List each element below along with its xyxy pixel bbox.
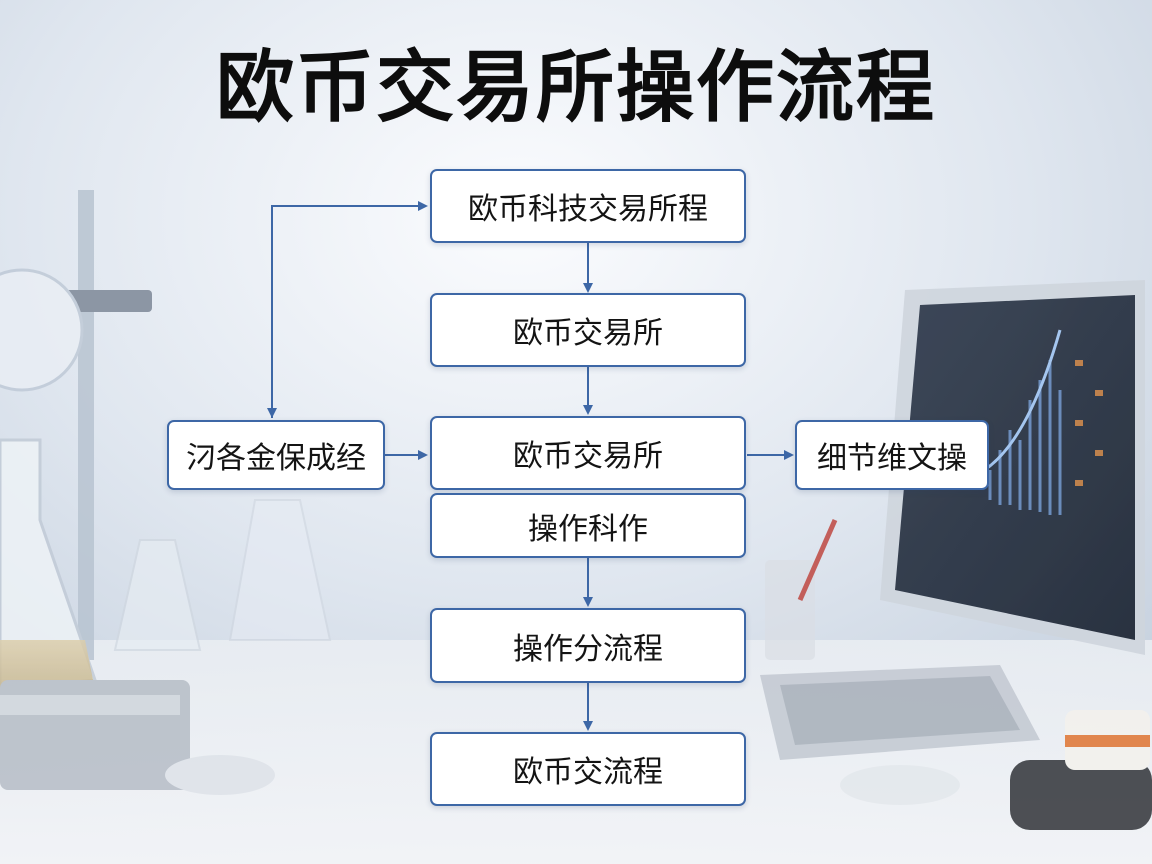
node-n8: 细节维文操: [795, 420, 989, 490]
arrow-loop-to-n1: [272, 206, 426, 418]
node-n3-label: 欧币交易所: [513, 431, 663, 475]
node-n5-label: 操作分流程: [513, 624, 663, 668]
node-n7-label: 汈各金保成经: [186, 433, 366, 477]
node-n4-label: 操作科作: [528, 504, 648, 548]
node-n2-label: 欧币交易所: [513, 308, 663, 352]
node-n4: 操作科作: [430, 493, 746, 558]
node-n6-label: 欧币交流程: [513, 747, 663, 791]
node-n1-label: 欧币科技交易所程: [468, 184, 708, 228]
node-n8-label: 细节维文操: [817, 433, 967, 477]
node-n6: 欧币交流程: [430, 732, 746, 806]
node-n1: 欧币科技交易所程: [430, 169, 746, 243]
node-n7: 汈各金保成经: [167, 420, 385, 490]
node-n2: 欧币交易所: [430, 293, 746, 367]
node-n5: 操作分流程: [430, 608, 746, 683]
node-n3: 欧币交易所: [430, 416, 746, 490]
